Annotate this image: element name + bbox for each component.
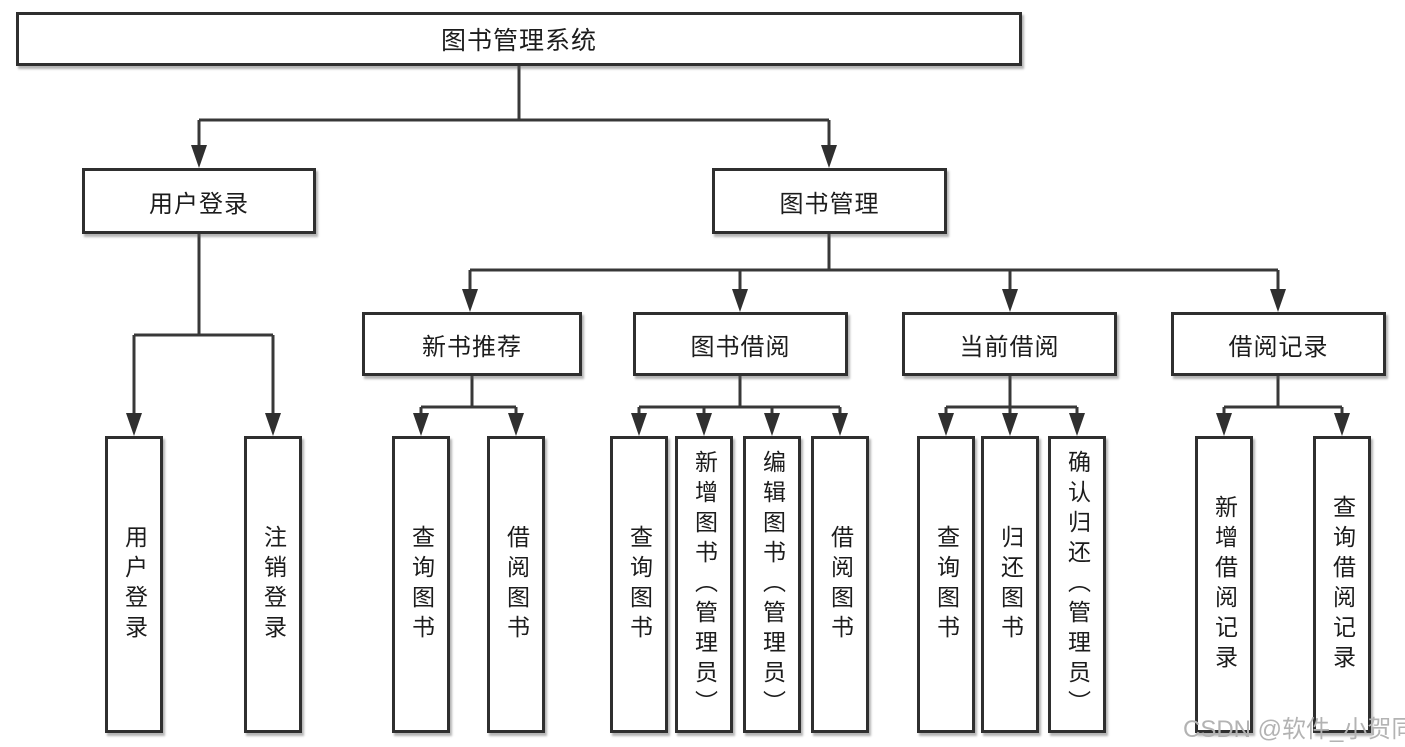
leaf-bb-borrow-book: 借阅图书: [811, 436, 869, 733]
node-root-label: 图书管理系统: [440, 27, 597, 55]
leaf-br-add-record-label: 新增借阅记录: [1211, 494, 1238, 675]
node-current-borrow: 当前借阅: [902, 312, 1117, 376]
node-new-book-rec: 新书推荐: [362, 312, 582, 376]
node-book-borrow-label: 图书借阅: [690, 333, 791, 361]
leaf-bb-add-book-label: 新增图书（管理员）: [691, 449, 718, 720]
leaf-cb-confirm-return-label: 确认归还（管理员）: [1064, 449, 1091, 720]
leaf-rec-borrow-book-label: 借阅图书: [503, 524, 530, 645]
leaf-bb-edit-book-label: 编辑图书（管理员）: [759, 449, 786, 720]
leaf-rec-query-book-label: 查询图书: [408, 524, 435, 645]
leaf-br-query-record: 查询借阅记录: [1313, 436, 1371, 733]
node-user-login: 用户登录: [82, 168, 316, 234]
leaf-bb-borrow-book-label: 借阅图书: [827, 524, 854, 645]
node-root: 图书管理系统: [16, 12, 1022, 66]
leaf-rec-borrow-book: 借阅图书: [487, 436, 545, 733]
leaf-cb-query-book: 查询图书: [917, 436, 975, 733]
leaf-cb-confirm-return: 确认归还（管理员）: [1048, 436, 1106, 733]
leaf-cb-return-book: 归还图书: [981, 436, 1039, 733]
watermark: CSDN @软件_小贺同学: [1183, 716, 1405, 743]
leaf-cb-return-book-label: 归还图书: [997, 524, 1024, 645]
leaf-user-login: 用户登录: [105, 436, 163, 733]
node-user-login-label: 用户登录: [149, 190, 249, 218]
node-book-mgmt-label: 图书管理: [779, 190, 880, 218]
leaf-cb-query-book-label: 查询图书: [933, 524, 960, 645]
node-book-borrow: 图书借阅: [633, 312, 848, 376]
leaf-logout-label: 注销登录: [260, 524, 287, 645]
leaf-bb-query-book-label: 查询图书: [626, 524, 653, 645]
node-borrow-records-label: 借阅记录: [1228, 333, 1329, 361]
node-borrow-records: 借阅记录: [1171, 312, 1386, 376]
leaf-br-query-record-label: 查询借阅记录: [1329, 494, 1356, 675]
leaf-bb-query-book: 查询图书: [610, 436, 668, 733]
leaf-bb-add-book: 新增图书（管理员）: [675, 436, 733, 733]
leaf-logout: 注销登录: [244, 436, 302, 733]
node-new-book-rec-label: 新书推荐: [422, 333, 522, 361]
node-current-borrow-label: 当前借阅: [959, 333, 1060, 361]
leaf-user-login-label: 用户登录: [121, 524, 148, 645]
leaf-bb-edit-book: 编辑图书（管理员）: [743, 436, 801, 733]
leaf-br-add-record: 新增借阅记录: [1195, 436, 1253, 733]
node-book-mgmt: 图书管理: [712, 168, 947, 234]
leaf-rec-query-book: 查询图书: [392, 436, 450, 733]
